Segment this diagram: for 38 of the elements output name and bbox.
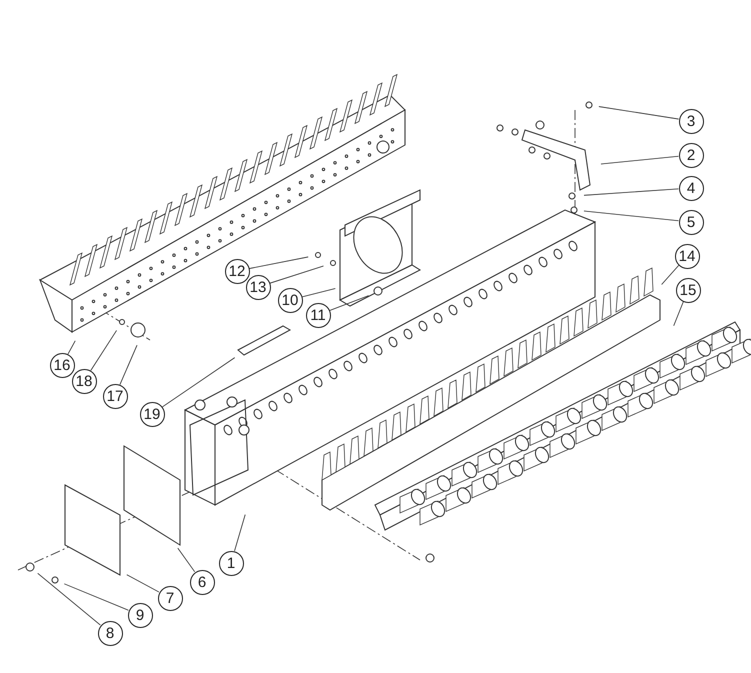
leader-line [90,330,117,371]
callout-number: 16 [50,352,74,378]
callout-number: 3 [678,108,704,134]
leader-line [162,357,236,408]
leader-line [248,256,309,269]
callout-number: 14 [674,244,700,268]
callout-number: 4 [678,176,704,200]
leader-line [673,301,684,326]
callout-number: 11 [306,302,330,328]
callout-number: 5 [678,210,704,234]
callout-number: 10 [278,288,302,312]
leader-line [584,188,679,196]
callout-number: 15 [676,278,700,302]
leader-line [661,264,680,285]
leader-line [177,548,196,572]
callout-number: 13 [246,274,270,300]
leader-line [37,572,101,626]
leader-line [64,583,129,611]
callout-number: 19 [140,402,164,426]
leader-line [600,156,679,164]
callout-number: 1 [218,550,244,576]
callout-number: 6 [190,570,214,594]
callout-number: 2 [678,142,704,168]
leader-line [68,340,76,354]
leader-line [270,266,324,284]
leader-line [329,295,370,311]
leader-line [584,210,679,222]
leader-line [598,106,680,120]
callout-number: 12 [224,258,250,284]
callout-number: 18 [72,368,96,394]
callout-number: 8 [98,620,122,646]
leader-line [234,514,246,552]
callout-number: 9 [128,602,152,628]
callout-number: 17 [102,384,128,408]
leader-line [120,344,138,385]
leader-line [126,574,160,592]
callout-number: 7 [158,586,182,610]
leader-line [302,288,336,298]
